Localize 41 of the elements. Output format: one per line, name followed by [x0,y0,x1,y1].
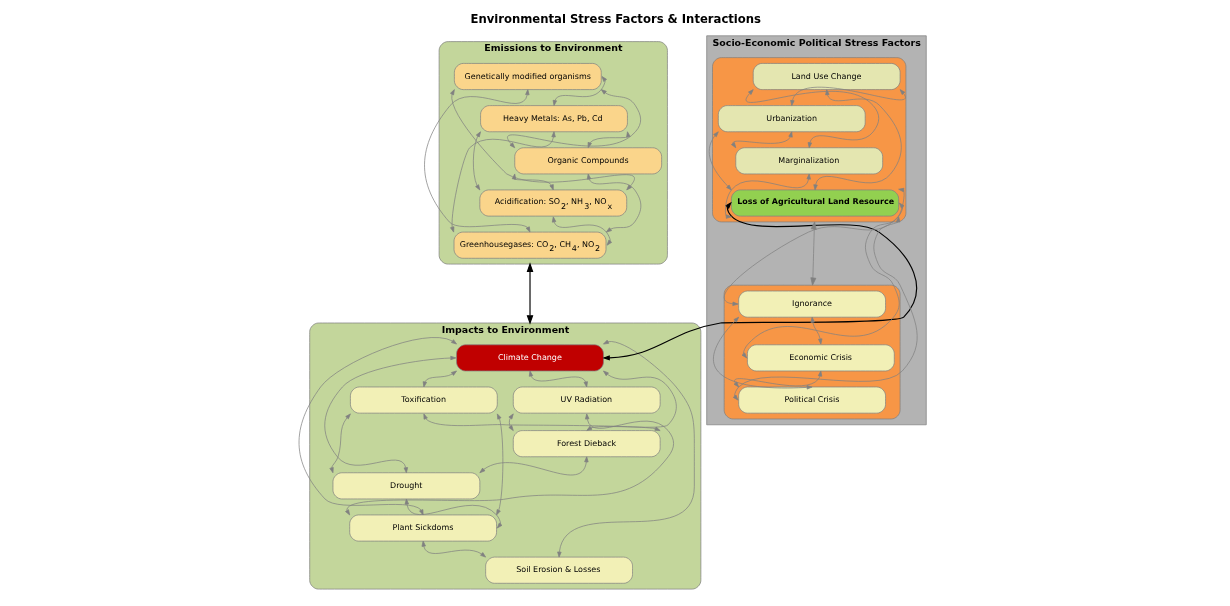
arrow [745,89,879,149]
diagram-title: Environmental Stress Factors & Interactions [469,11,761,26]
arrow [809,221,817,286]
arrow [551,216,612,246]
arrow [733,370,822,388]
arrow [586,173,641,233]
arrow [601,201,917,361]
arrow [585,370,677,431]
arrow [506,89,641,149]
arrow [478,456,589,476]
arrow [708,131,732,191]
arrow [472,131,481,191]
arrow [712,316,812,390]
arrow [404,498,502,529]
arrow [587,131,630,149]
arrow [730,131,793,149]
arrow [495,413,503,516]
arrow [723,202,904,306]
arrow [423,413,661,431]
arrow [423,89,530,233]
arrow [508,413,514,431]
arrow [556,339,695,558]
arrow [526,262,533,325]
arrow [328,413,351,474]
arrow [732,216,918,401]
arrow [323,355,456,474]
arrow [528,370,588,388]
arrow [421,540,486,558]
arrow [741,187,904,359]
arrow [511,173,554,191]
arrow [810,316,822,345]
cluster [723,284,900,420]
arrow [789,86,906,106]
arrow [724,173,811,219]
arrow [449,89,635,191]
arrow [298,337,457,516]
arrow [812,89,902,191]
arrow [449,131,556,233]
arrow [422,370,457,388]
arrow [344,413,674,516]
arrow [552,76,607,106]
